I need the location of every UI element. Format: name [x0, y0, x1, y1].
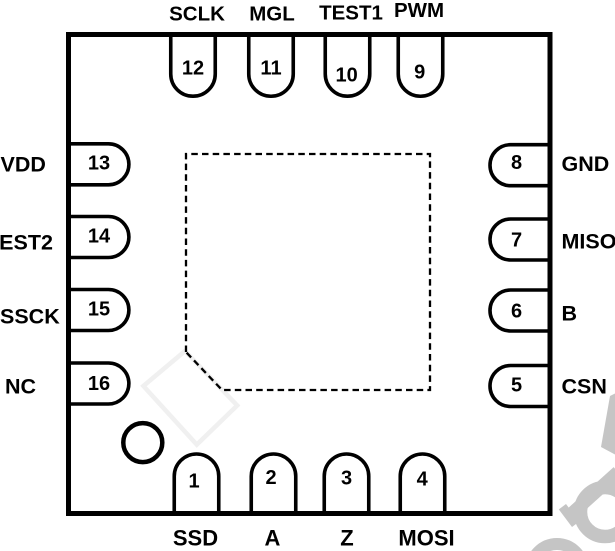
- pin-pad-11: [246, 33, 296, 99]
- chip-body-outline: [66, 32, 553, 516]
- pin-pad-7: [488, 217, 552, 262]
- pin-number-2: 2: [265, 467, 276, 489]
- pin-number-16: 16: [88, 373, 110, 395]
- pin-pad-13: [66, 142, 131, 187]
- pin-numbers: 12 11 10 9 13 14 15 16 8 7 6 5 1 2 3 4: [88, 57, 522, 492]
- pin-number-10: 10: [335, 64, 357, 86]
- pin-pad-4: [398, 452, 447, 514]
- pin-pad-14: [66, 214, 131, 260]
- pin-number-12: 12: [182, 57, 204, 79]
- pin-label-nc: NC: [5, 375, 36, 399]
- pin-number-7: 7: [511, 230, 522, 252]
- pin-label-test1: TEST1: [319, 1, 383, 24]
- watermark-gray-letters: [531, 393, 615, 551]
- pin-label-gnd: GND: [562, 152, 610, 176]
- pin-pad-3: [322, 452, 371, 514]
- pin-label-miso: MISO: [562, 230, 615, 254]
- pin-pad-10: [323, 33, 372, 99]
- watermark-letter-stem: [564, 467, 615, 521]
- watermark-wedge: [601, 393, 615, 455]
- pin-pad-15: [66, 287, 131, 333]
- pin-pad-6: [488, 288, 552, 333]
- pin-number-8: 8: [511, 152, 522, 174]
- pin-pad-5: [488, 363, 552, 409]
- pin-number-15: 15: [88, 298, 110, 320]
- pin-label-ssck: SSCK: [0, 305, 60, 329]
- watermark-letter-arc: [531, 538, 583, 551]
- pin-pad-2: [249, 452, 298, 514]
- pin-number-1: 1: [188, 470, 199, 492]
- pin-label-pwm: PWM: [394, 0, 444, 22]
- pin-number-6: 6: [511, 301, 522, 323]
- pin-number-11: 11: [260, 57, 281, 79]
- pin-label-mgl: MGL: [249, 3, 295, 26]
- pin-pad-16: [66, 361, 131, 406]
- pin-pad-12: [168, 33, 218, 99]
- pin-number-5: 5: [511, 375, 522, 397]
- pin-label-vdd: VDD: [1, 153, 46, 177]
- pin-label-z: Z: [340, 526, 353, 551]
- pin-pad-8: [488, 142, 552, 188]
- pin-label-ssd: SSD: [173, 526, 218, 551]
- pin-number-9: 9: [414, 61, 425, 83]
- pin-number-13: 13: [88, 152, 110, 174]
- pin-number-4: 4: [417, 468, 429, 490]
- pin-number-3: 3: [341, 467, 352, 489]
- pin-pads: [66, 33, 552, 514]
- pin-number-14: 14: [88, 225, 111, 247]
- pin-label-test2: TEST2: [0, 231, 53, 255]
- exposed-pad-outline: [184, 152, 432, 392]
- pin-label-b: B: [562, 301, 578, 325]
- pin-label-a: A: [265, 526, 281, 551]
- pin-label-csn: CSN: [562, 375, 607, 399]
- pin-label-mosi: MOSI: [398, 526, 454, 551]
- pin-label-sclk: SCLK: [169, 3, 225, 26]
- pin1-indicator-dot: [121, 420, 165, 465]
- watermark-letter-serif-foot: [558, 504, 580, 527]
- pin-pad-1: [172, 452, 221, 514]
- pin-pad-9: [396, 33, 445, 99]
